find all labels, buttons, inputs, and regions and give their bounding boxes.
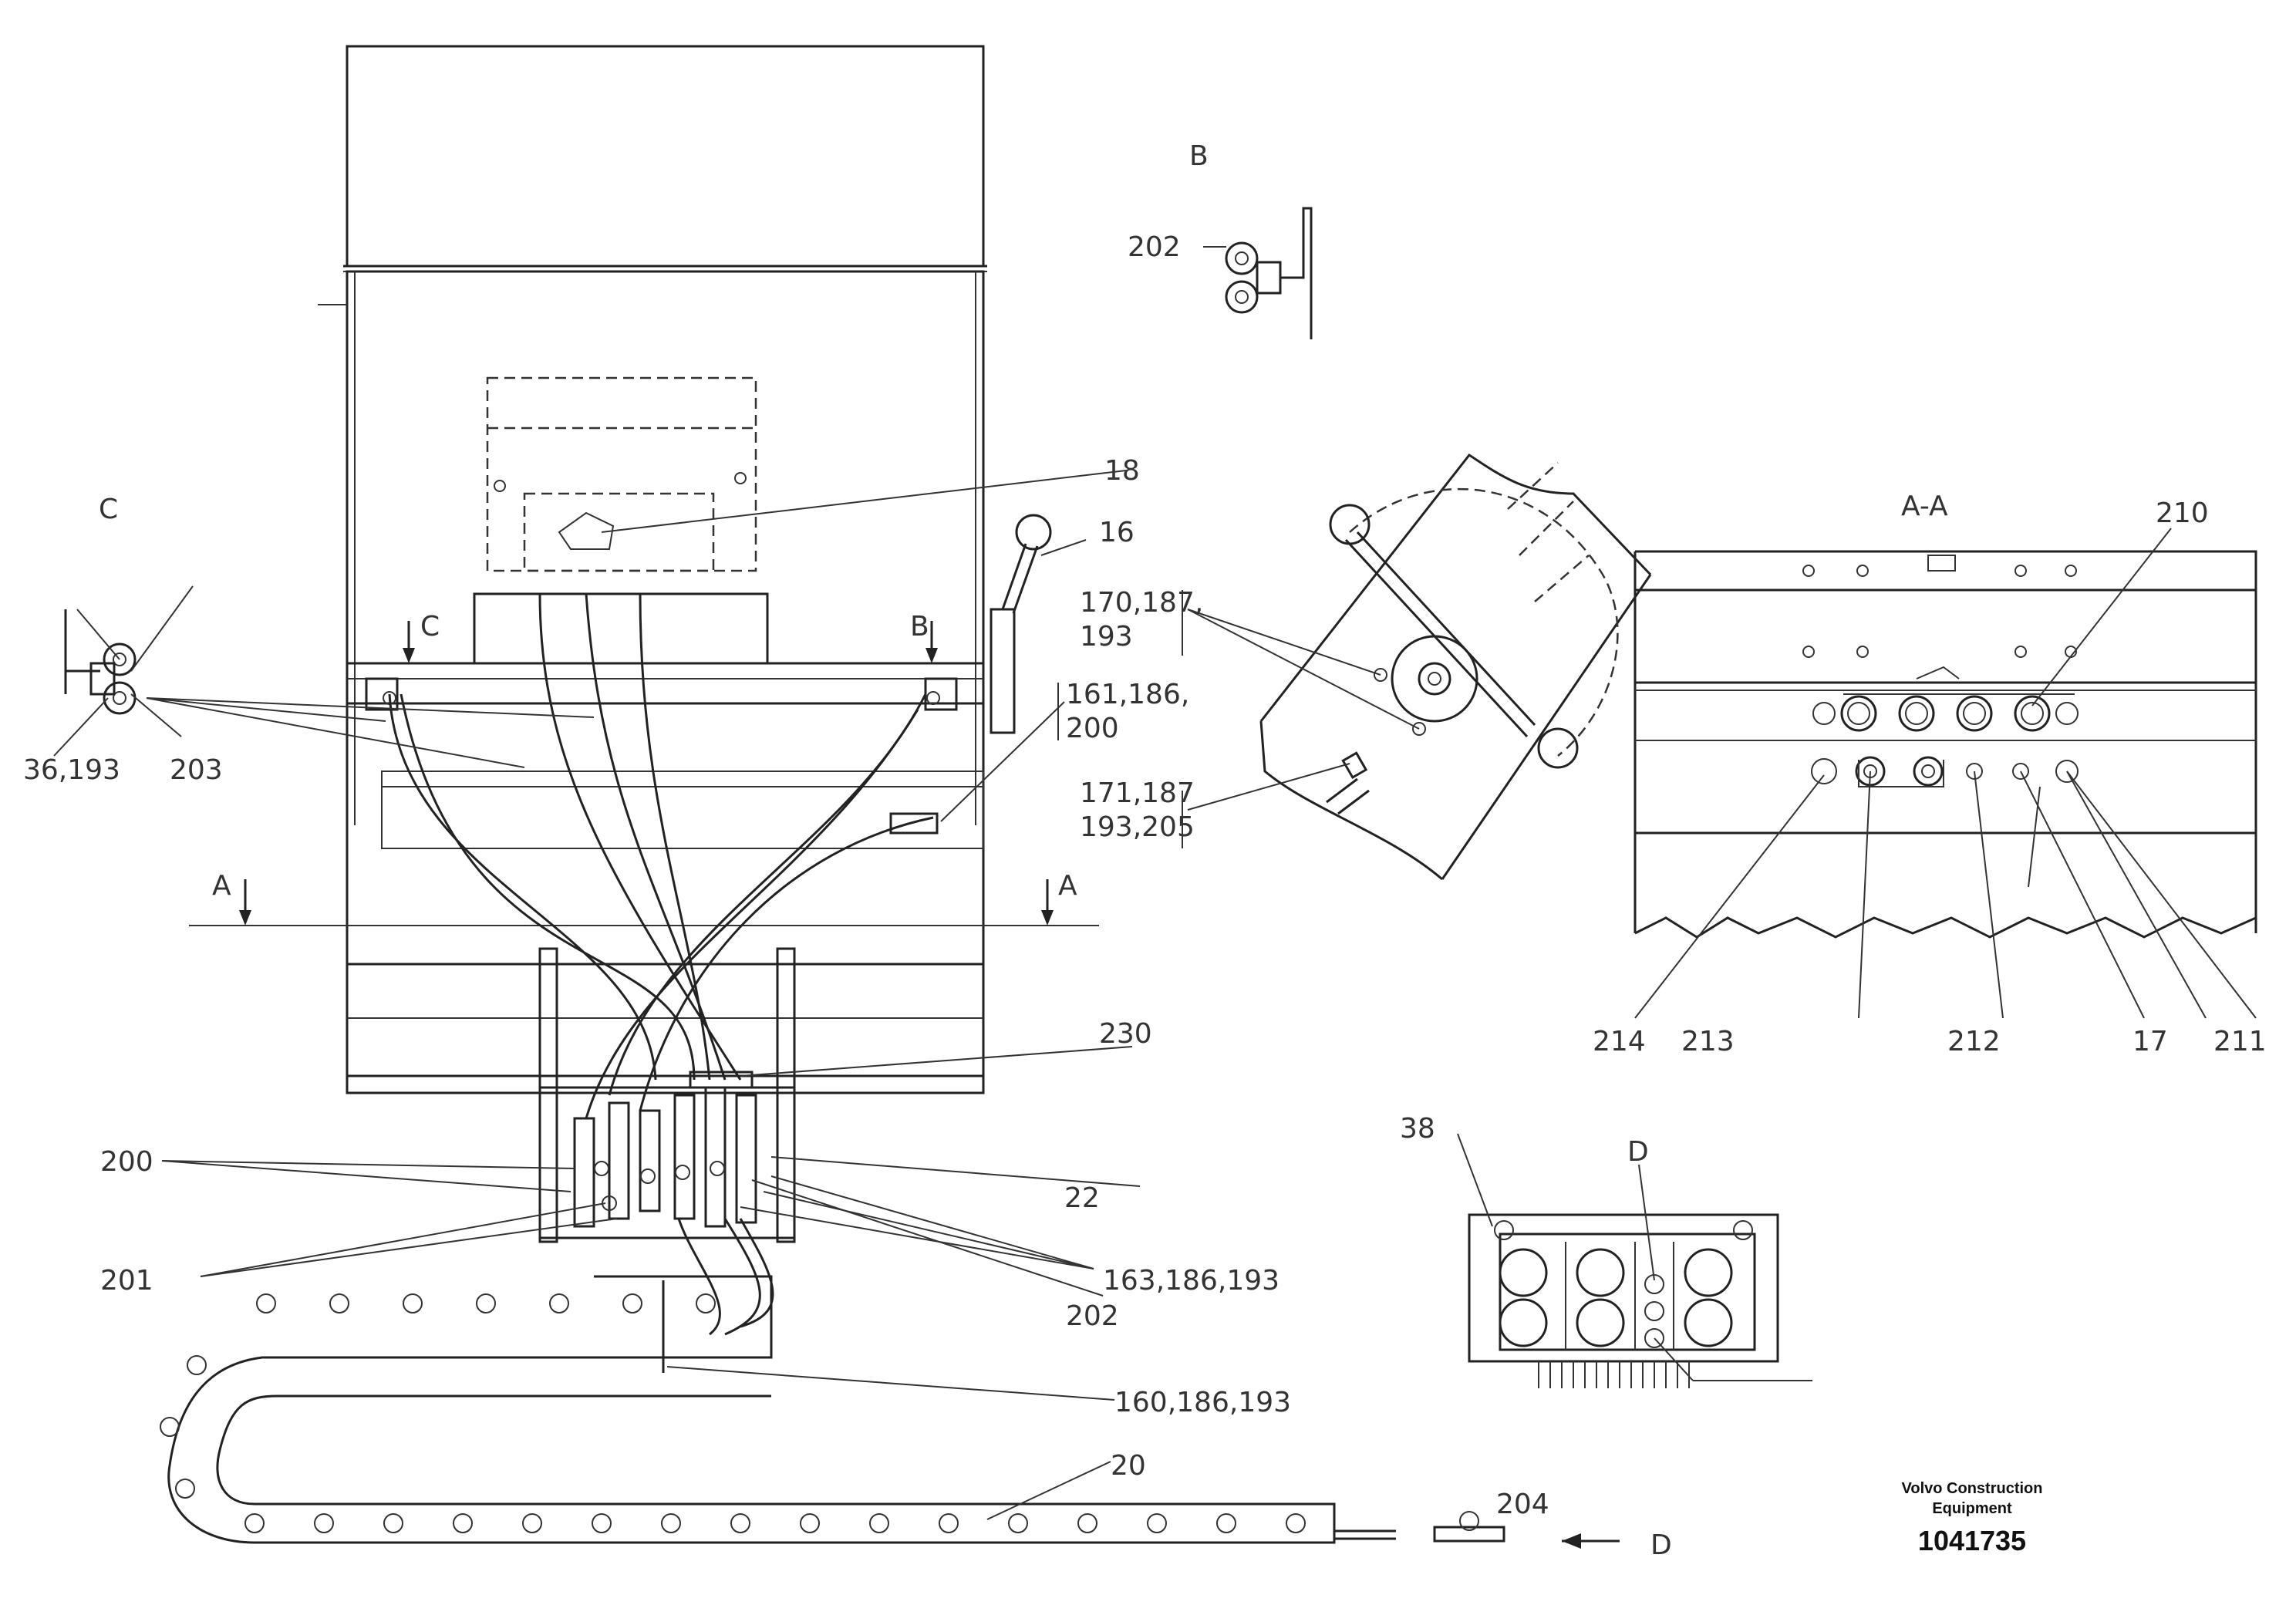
view-d xyxy=(1468,1213,1779,1388)
callout-20: 20 xyxy=(1111,1450,1146,1482)
main-assembly xyxy=(189,45,1099,1336)
callout-212: 212 xyxy=(1947,1026,2001,1057)
section-arrow-label-c: C xyxy=(420,611,440,642)
cable-chain xyxy=(160,1275,1620,1549)
callout-171-line1: 171,187 xyxy=(1080,777,1195,809)
callout-161-line1: 161,186, xyxy=(1066,679,1189,710)
callout-160: 160,186,193 xyxy=(1114,1387,1291,1418)
title-block: Volvo Construction Equipment 1041735 xyxy=(1849,1479,2095,1557)
callout-171-line2: 193,205 xyxy=(1080,811,1195,843)
section-arrow-label-a-right: A xyxy=(1058,870,1077,902)
callout-202: 202 xyxy=(1066,1300,1119,1332)
callout-163: 163,186,193 xyxy=(1103,1265,1279,1297)
section-arrow-label-b: B xyxy=(910,611,929,642)
view-label-d: D xyxy=(1627,1136,1649,1168)
leader-lines xyxy=(53,246,2257,1520)
section-arrow-label-a-left: A xyxy=(212,870,231,902)
detail-b xyxy=(1225,207,1313,339)
drawing-number: 1041735 xyxy=(1917,1525,2027,1556)
view-arrow-label-d: D xyxy=(1650,1529,1672,1561)
callout-204: 204 xyxy=(1496,1489,1549,1520)
section-label-b: B xyxy=(1189,140,1209,172)
callout-38: 38 xyxy=(1400,1113,1435,1145)
callout-230: 230 xyxy=(1099,1018,1152,1050)
callout-213: 213 xyxy=(1681,1026,1735,1057)
callout-170-line2: 193 xyxy=(1080,621,1133,653)
callout-22: 22 xyxy=(1064,1182,1100,1214)
callout-210: 210 xyxy=(2156,497,2209,529)
callout-202-detail: 202 xyxy=(1128,231,1181,263)
callout-labels: B 202 C 18 16 170,187, 193 161,186, 200 … xyxy=(23,140,2267,1561)
section-label-c: C xyxy=(99,494,118,525)
callout-17: 17 xyxy=(2132,1026,2168,1057)
section-a-a xyxy=(1633,550,2257,939)
callout-214: 214 xyxy=(1593,1026,1646,1057)
callout-201: 201 xyxy=(100,1265,153,1297)
brand-line-2: Equipment xyxy=(1932,1500,2012,1517)
callout-36: 36,193 xyxy=(23,754,120,786)
brand-line-1: Volvo Construction xyxy=(1901,1480,2043,1497)
detail-c xyxy=(64,585,194,715)
callout-16: 16 xyxy=(1099,517,1135,548)
callout-18: 18 xyxy=(1104,455,1140,487)
callout-170-line1: 170,187, xyxy=(1080,587,1203,619)
callout-203: 203 xyxy=(170,754,223,786)
callout-161-line2: 200 xyxy=(1066,713,1119,744)
section-title-a-a: A-A xyxy=(1901,491,1948,522)
rotated-lever-detail xyxy=(1259,453,1652,881)
callout-200: 200 xyxy=(100,1146,153,1178)
callout-211: 211 xyxy=(2213,1026,2267,1057)
